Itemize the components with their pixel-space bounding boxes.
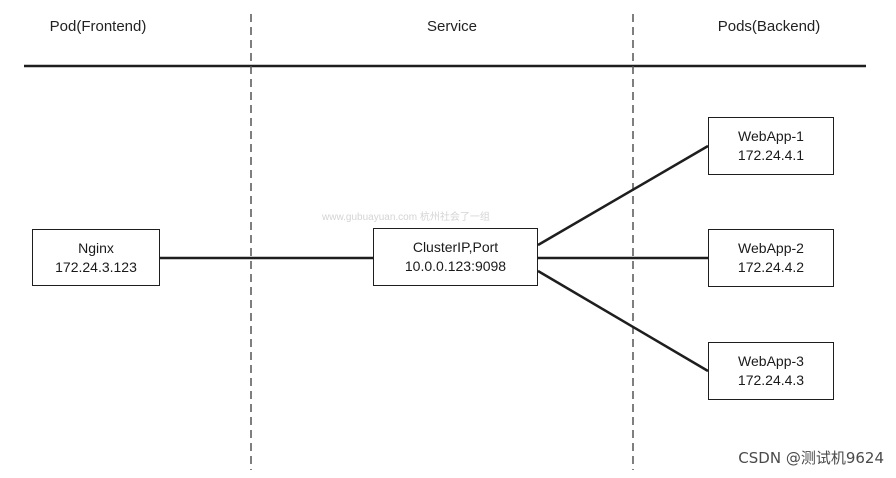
webapp-3-pod-name: WebApp-3	[738, 353, 804, 369]
webapp-1-pod-box: WebApp-1 172.24.4.1	[708, 117, 834, 175]
csdn-watermark: CSDN @测试机9624	[738, 449, 884, 467]
nginx-pod-ip: 172.24.3.123	[55, 258, 137, 275]
column-header-service: Service	[426, 18, 478, 35]
clusterip-service-name: ClusterIP,Port	[412, 239, 499, 255]
webapp-1-pod-name: WebApp-1	[738, 128, 804, 144]
column-header-frontend: Pod(Frontend)	[49, 18, 147, 35]
webapp-3-pod-box: WebApp-3 172.24.4.3	[708, 342, 834, 400]
webapp-1-pod-ip: 172.24.4.1	[737, 147, 805, 163]
center-watermark: www.gubuayuan.com 杭州社会了一组	[322, 212, 490, 223]
webapp-3-pod-ip: 172.24.4.3	[737, 372, 805, 388]
webapp-2-pod-ip: 172.24.4.2	[737, 259, 805, 275]
nginx-pod-name: Nginx	[78, 239, 114, 256]
edge-clusterip-to-webapp-3	[537, 269, 709, 373]
webapp-2-pod-box: WebApp-2 172.24.4.2	[708, 229, 834, 287]
clusterip-service-address: 10.0.0.123:9098	[404, 258, 507, 274]
edge-clusterip-to-webapp-1	[537, 144, 709, 247]
webapp-2-pod-name: WebApp-2	[738, 240, 804, 256]
clusterip-service-box: ClusterIP,Port 10.0.0.123:9098	[373, 228, 538, 286]
nginx-pod-box: Nginx 172.24.3.123	[32, 229, 160, 286]
column-header-backend: Pods(Backend)	[717, 18, 821, 35]
